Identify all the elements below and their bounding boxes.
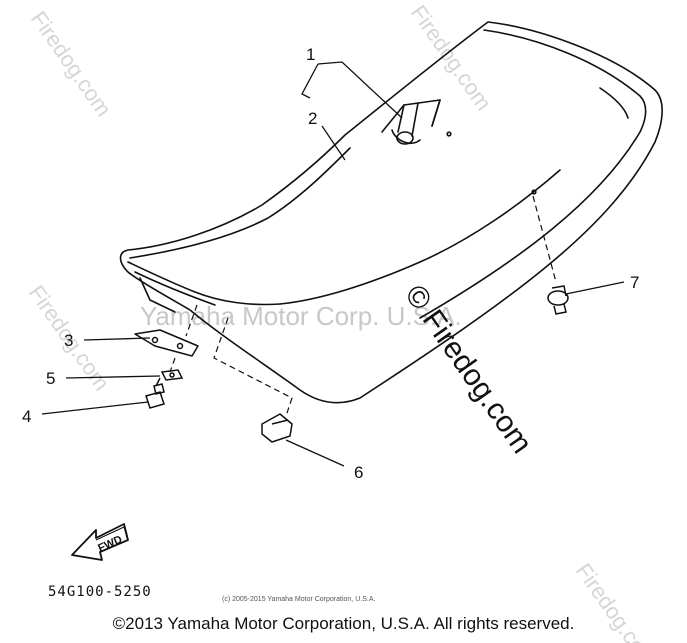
watermark-firedog-top-left: Firedog.com <box>26 7 117 122</box>
seat-assembly <box>119 21 663 404</box>
bolt-part-4 <box>145 377 165 409</box>
fwd-arrow-icon: FWD <box>71 523 129 561</box>
svg-text:Firedog.com: Firedog.com <box>26 7 117 122</box>
leader-lines <box>41 61 625 467</box>
callout-4: 4 <box>22 407 31 426</box>
assembly-guide-lines <box>169 195 557 417</box>
callout-2: 2 <box>308 109 317 128</box>
bracket-part-3 <box>134 329 199 357</box>
svg-text:© Firedog.com: © Firedog.com <box>398 279 538 459</box>
svg-text:Firedog.com: Firedog.com <box>406 1 497 116</box>
callout-7: 7 <box>630 273 639 292</box>
diagram-code: 54G100-5250 <box>48 584 152 600</box>
callout-6: 6 <box>354 463 363 482</box>
footer-copyright: ©2013 Yamaha Motor Corporation, U.S.A. A… <box>112 614 575 633</box>
nut-part-5 <box>160 369 184 381</box>
callout-1: 1 <box>306 45 315 64</box>
small-copyright: (c) 2005-2015 Yamaha Motor Corporation, … <box>222 596 375 603</box>
watermark-firedog-main: © Firedog.com <box>398 279 538 459</box>
callout-5: 5 <box>46 369 55 388</box>
callout-3: 3 <box>64 331 73 350</box>
fastener-part-7 <box>547 285 569 315</box>
watermark-firedog-top-right: Firedog.com <box>406 1 497 116</box>
damper-part-6 <box>261 413 293 443</box>
